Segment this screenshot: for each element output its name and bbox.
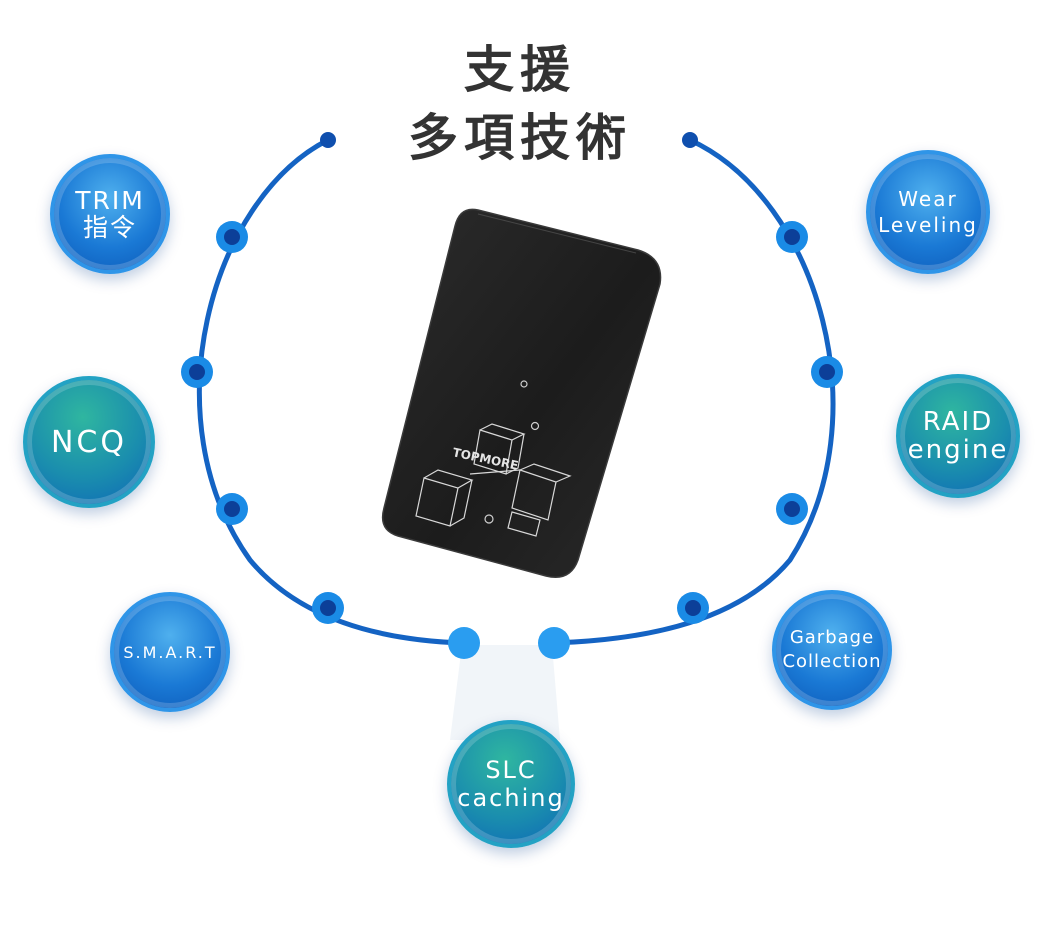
arc-node (677, 592, 709, 624)
arc-end-dot (682, 132, 698, 148)
feature-sublabel: Collection (782, 651, 882, 672)
arc-node (216, 493, 248, 525)
feature-badge-wear-leveling: Wear Leveling (866, 150, 990, 274)
feature-sublabel: caching (457, 784, 565, 812)
feature-label: Wear (898, 187, 958, 211)
feature-sublabel: engine (907, 435, 1009, 465)
arc-end-dot (320, 132, 336, 148)
arc-node (448, 627, 480, 659)
feature-badge-garbage-collection: Garbage Collection (772, 590, 892, 710)
arc-node (811, 356, 843, 388)
right-arc (549, 137, 836, 646)
feature-label: TRIM (75, 186, 145, 215)
feature-badge-raid-engine: RAID engine (896, 374, 1020, 498)
ssd-drive-image: TOPMORE (381, 208, 662, 578)
arc-node (776, 493, 808, 525)
feature-badge-slc-caching: SLC caching (447, 720, 575, 848)
feature-label: NCQ (50, 424, 127, 460)
feature-label: SLC (485, 756, 537, 784)
arc-node (538, 627, 570, 659)
page-title-line-1: 支援 (464, 41, 576, 99)
arc-nodes (181, 221, 843, 659)
arc-node (181, 356, 213, 388)
feature-badge-trim: TRIM 指令 (50, 154, 170, 274)
arc-node (312, 592, 344, 624)
feature-badge-smart: S.M.A.R.T (110, 592, 230, 712)
feature-label: S.M.A.R.T (123, 642, 217, 662)
arc-node (776, 221, 808, 253)
feature-label: Garbage (789, 627, 875, 648)
page-title-line-2: 多項技術 (408, 109, 632, 167)
feature-sublabel: 指令 (82, 213, 137, 242)
slc-highlight-cone (450, 645, 560, 740)
feature-sublabel: Leveling (878, 213, 978, 237)
arc-node (216, 221, 248, 253)
feature-badge-ncq: NCQ (23, 376, 155, 508)
feature-label: RAID (922, 407, 994, 437)
